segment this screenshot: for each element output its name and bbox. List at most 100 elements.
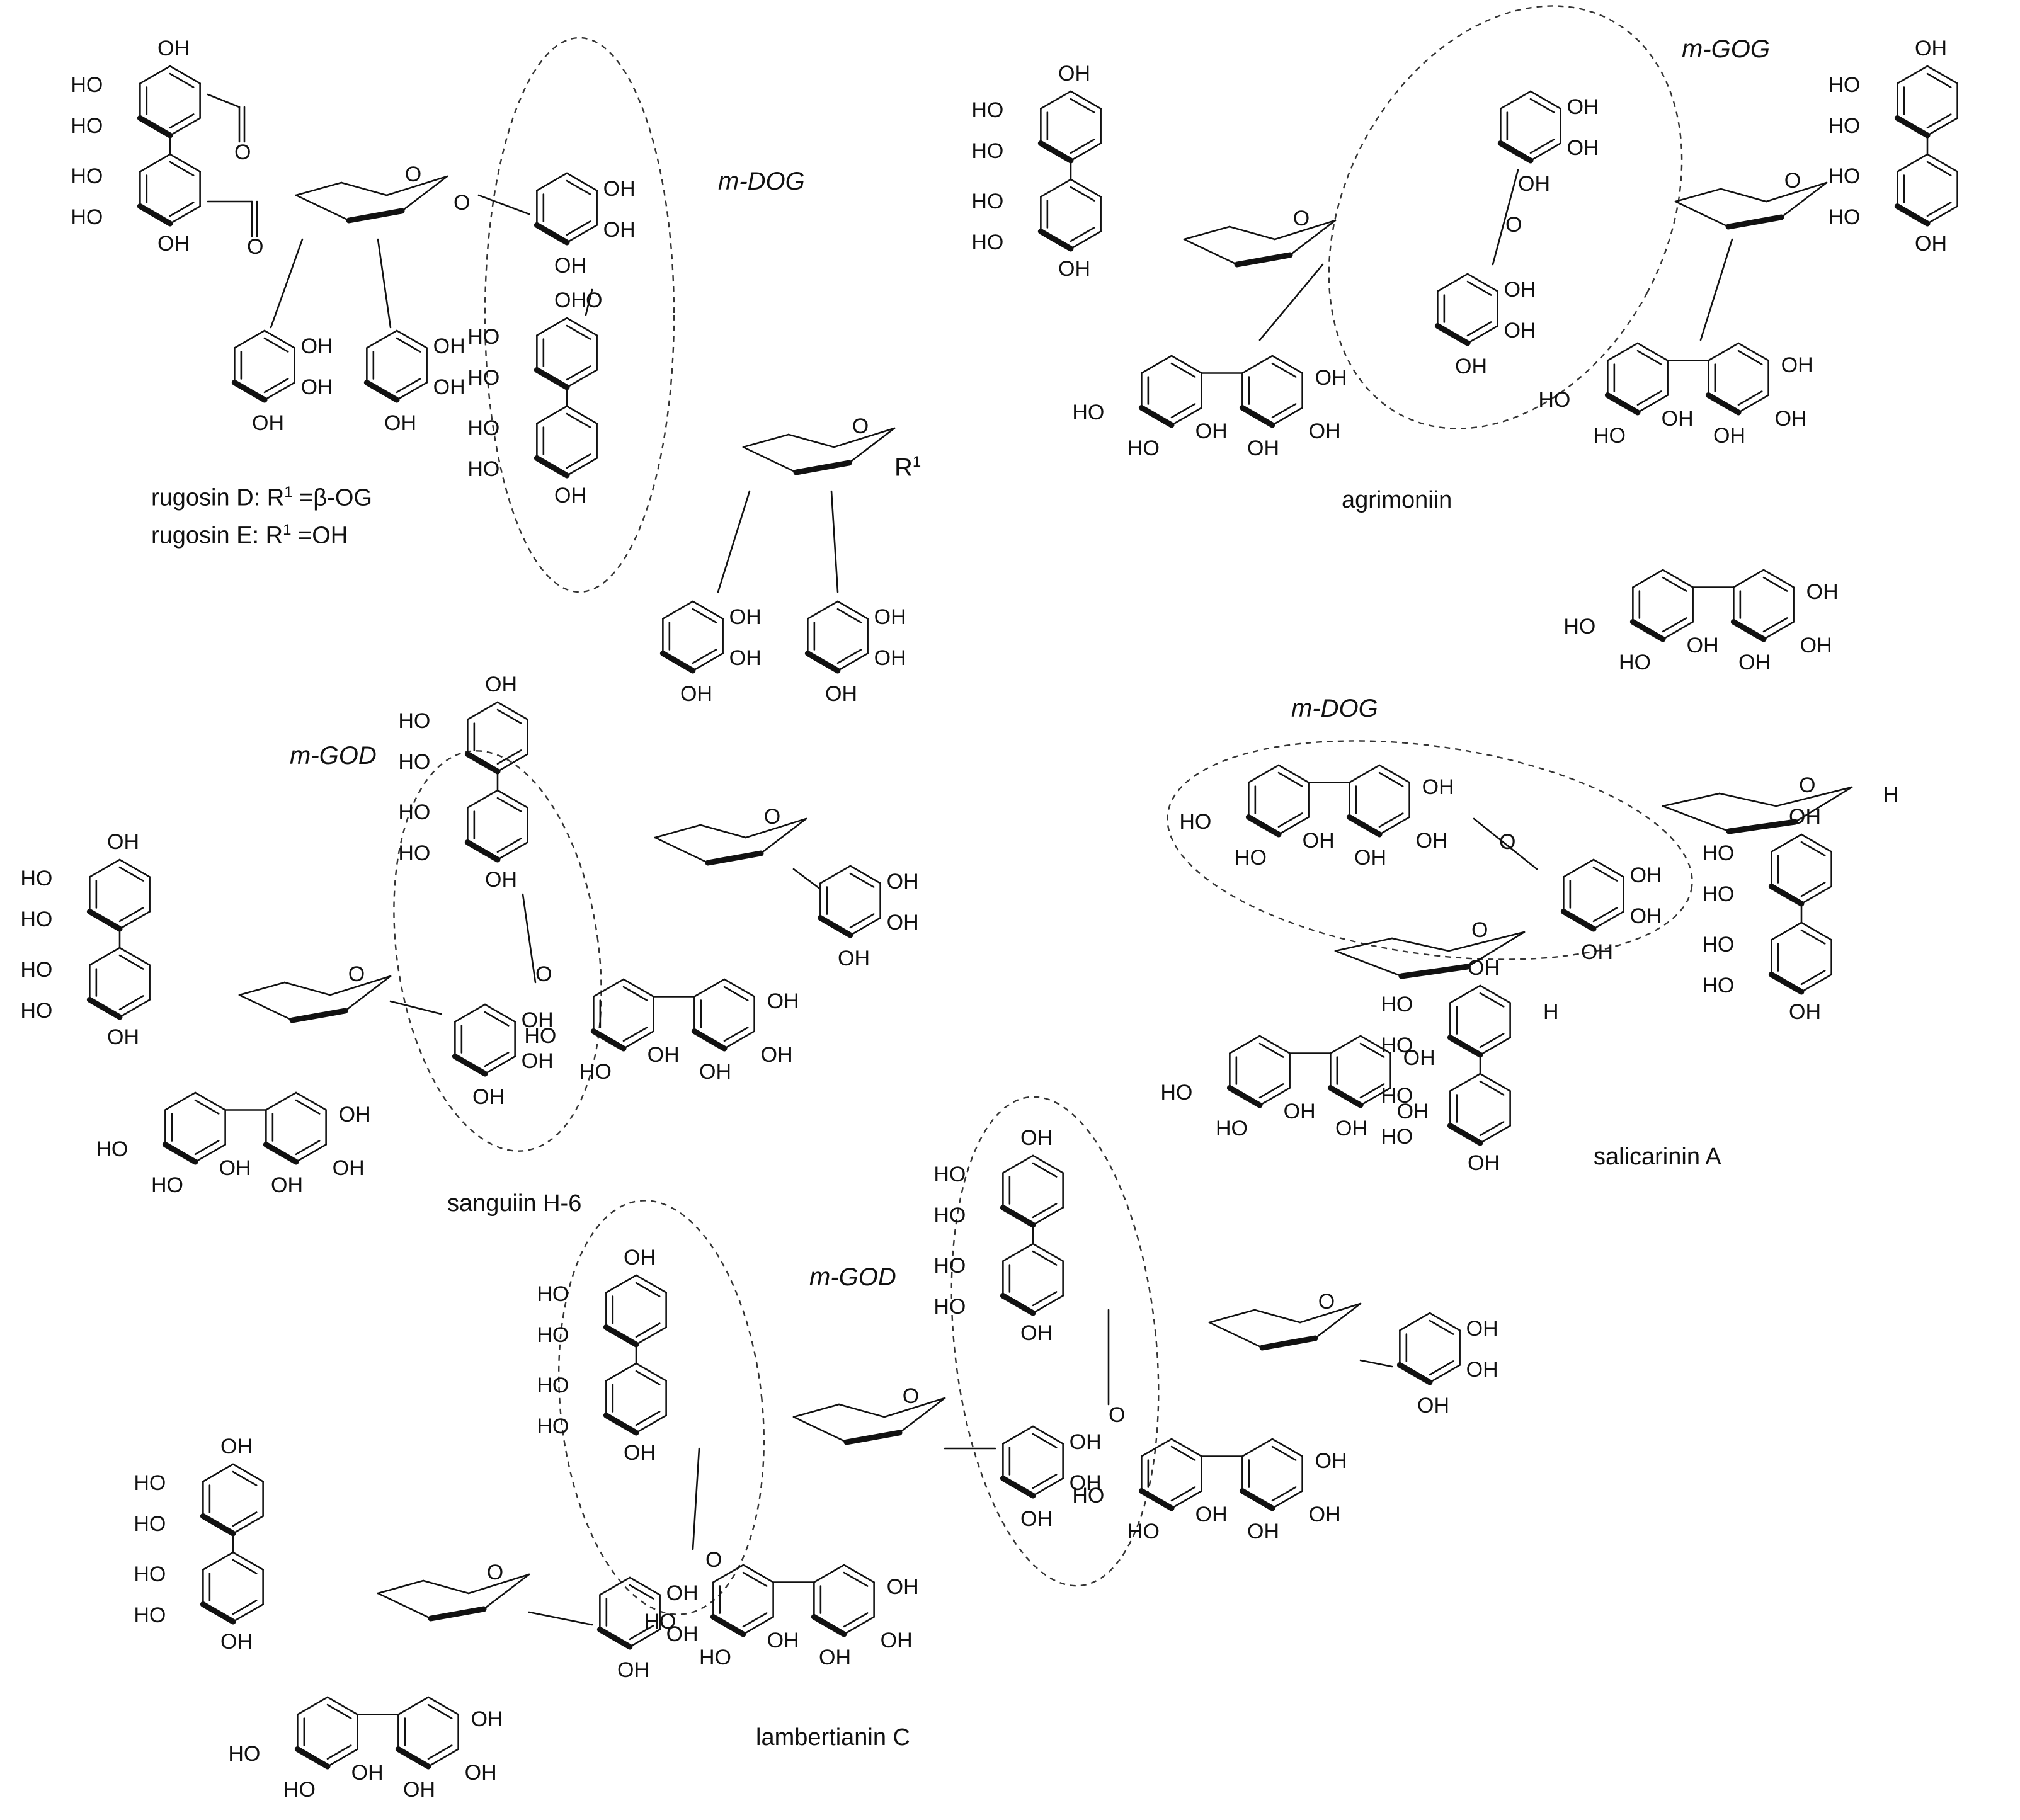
sanguiin-left-bottom-hhdp-left-double-bond (194, 1099, 220, 1115)
rugosin-galloyl-3-oh: OH (729, 646, 762, 670)
sanguiin-right-bottom-hhdp-oh: OH (647, 1042, 680, 1067)
agrimoniin-right-bottom-hhdp-right-wedge (1705, 392, 1742, 416)
sanguiin-left-glucose-bond (329, 975, 392, 996)
salicarinin-mdog-highlight (1167, 740, 1693, 960)
salicarinin-lower-glucose-bond (1334, 950, 1403, 977)
rugosin-top-hhdp-upper-double-bond (169, 113, 195, 129)
rugosin-top-hhdp-upper-wedge (137, 115, 173, 139)
salicarinin-center-hhdp-upper-double-bond (1479, 1033, 1505, 1049)
rugosin-galloyl-4-oh: OH (874, 605, 906, 629)
rugosin-top-glucose-ring-oxygen: O (404, 162, 422, 186)
rugosin-galloyl-2-bond (366, 329, 398, 349)
lambertianin-far-galloyl-bond (1429, 1364, 1461, 1384)
salicarinin-bottom-hhdp-right-bond (1359, 1035, 1391, 1054)
sanguiin-left-glucose-ring-oxygen: O (348, 962, 365, 986)
lambertianin-center-glucose-bond (838, 1403, 886, 1418)
salicarinin-dog-hhdp-right-wedge (1346, 814, 1383, 838)
salicarinin-bottom-hhdp-oh: HO (1216, 1117, 1248, 1140)
lambertianin-left-hhdp-oh: OH (220, 1630, 253, 1654)
agrimoniin-ether-oxygen: O (1505, 213, 1522, 237)
salicarinin-dog-hhdp-oh: OH (1422, 775, 1454, 799)
sanguiin-right-bottom-hhdp-left-bond (593, 978, 625, 998)
lambertianin-far-galloyl-double-bond (1429, 1319, 1454, 1335)
rugosin-dog-galloyl-bond (536, 172, 568, 191)
lambertianin-mid-hhdp-oh: HO (537, 1373, 569, 1397)
salicarinin-top-hhdp-left-bond (1632, 569, 1664, 588)
rugosin-galloyl-4-bond (836, 652, 869, 672)
sanguiin-right-bottom-hhdp-right-double-bond (723, 986, 749, 1001)
agrimoniin-left-hhdp-lower-double-bond (1070, 186, 1095, 202)
lambertianin-mid-galloyl-oh: OH (666, 1622, 699, 1646)
sanguiin-left-bottom-hhdp-oh: HO (151, 1173, 183, 1197)
rugosin-link (377, 238, 392, 329)
sanguiin-left-hhdp-upper-wedge (86, 909, 123, 932)
salicarinin-ether-oxygen: O (1499, 830, 1516, 854)
lambertianin-right-bottom-hhdp-oh: OH (1315, 1448, 1347, 1473)
agrimoniin-left-hhdp-lower-bond (1070, 230, 1102, 250)
lambertianin-left-bottom-hhdp-oh: OH (351, 1760, 384, 1785)
lambertianin-right-hhdp-upper-bond (1032, 1154, 1064, 1174)
agrimoniin-right-glucose-bond (1780, 181, 1828, 219)
agrimoniin-right-hhdp-lower-bond (1926, 153, 1958, 173)
sanguiin-right-bottom-hhdp-left-double-bond (622, 1027, 648, 1042)
salicarinin-upper-glucose-bond (1775, 786, 1853, 807)
agrimoniin-left-bottom-hhdp-left-double-bond (1170, 362, 1196, 378)
lambertianin-center-bottom-hhdp-oh: OH (767, 1628, 799, 1652)
agrimoniin-left-bottom-hhdp-left-bond (1141, 355, 1173, 374)
agrimoniin-right-glucose-bond (1765, 181, 1828, 203)
rugosin-bottom-hhdp-lower-double-bond (566, 412, 591, 428)
agrimoniin-left-hhdp-upper-double-bond (1070, 139, 1095, 154)
lambertianin-right-bottom-hhdp-right-bond (1271, 1490, 1303, 1510)
agrimoniin-left-bottom-hhdp-left-double-bond (1170, 403, 1196, 419)
rugosin-top-hhdp-oh: HO (71, 113, 103, 138)
sanguiin-god-hhdp-lower-double-bond (496, 797, 522, 812)
sanguiin-left-hhdp-lower-wedge (86, 997, 123, 1020)
rugosin-bottom-hhdp-upper-double-bond (566, 365, 591, 381)
lambertianin-mid-hhdp-upper-wedge (603, 1324, 639, 1348)
rugosin-bottom-hhdp-oh: HO (467, 416, 500, 440)
lambertianin-mgod-label: m-GOD (809, 1263, 896, 1291)
lambertianin-link (528, 1611, 593, 1626)
agrimoniin-left-glucose-bond (1234, 252, 1293, 268)
agrimoniin-right-bottom-hhdp-right-bond (1708, 342, 1740, 361)
lambertianin-right-bottom-hhdp-oh: OH (1308, 1502, 1341, 1527)
lambertianin-mid-galloyl-bond (629, 1629, 661, 1648)
lambertianin-right-galloyl-bond (1032, 1425, 1064, 1445)
agrimoniin-gog-bottom-bond (1466, 325, 1498, 344)
rugosin-bottom-hhdp-oh: HO (467, 457, 500, 481)
salicarinin-bottom-hhdp-left-bond (1258, 1087, 1291, 1106)
rugosin-galloyl-3-wedge (659, 651, 696, 674)
rugosin-galloyl-1-oh: OH (300, 375, 333, 399)
agrimoniin-left-bottom-hhdp-left-wedge (1138, 405, 1175, 428)
salicarinin-top-hhdp-right-bond (1733, 569, 1765, 588)
agrimoniin-right-bottom-hhdp-right-double-bond (1737, 390, 1763, 406)
lambertianin-left-hhdp-lower-wedge (200, 1601, 236, 1625)
lambertianin-right-hhdp-oh: HO (933, 1203, 966, 1227)
agrimoniin-right-hhdp-lower-bond (1926, 205, 1958, 225)
lambertianin-left-bottom-hhdp-left-bond (297, 1696, 329, 1715)
lambertianin-left-hhdp-upper-wedge (200, 1513, 236, 1537)
agrimoniin-right-glucose-ring-oxygen: O (1784, 169, 1801, 193)
salicarinin-center-hhdp-oh: OH (1468, 956, 1500, 980)
sanguiin-left-bottom-hhdp-oh: OH (271, 1173, 303, 1197)
agrimoniin-left-hhdp-upper-bond (1040, 90, 1072, 110)
salicarinin-upper-glucose-bond (1794, 786, 1853, 823)
rugosin-e-label: rugosin E: R1 =OH (151, 521, 348, 549)
sanguiin-left-hhdp-upper-bond (118, 858, 151, 878)
lambertianin-right-galloyl-oh: OH (1069, 1470, 1102, 1495)
lambertianin-center-glucose-bond (792, 1416, 848, 1443)
agrimoniin-right-hhdp-oh: HO (1828, 72, 1861, 97)
salicarinin-right-hhdp-lower-double-bond (1800, 929, 1826, 945)
salicarinin-bottom-hhdp-right-double-bond (1359, 1083, 1385, 1099)
salicarinin-dog-hhdp-oh: OH (1354, 846, 1386, 870)
sanguiin-left-bottom-hhdp-right-bond (295, 1091, 327, 1111)
salicarinin-bottom-hhdp-oh: OH (1396, 1099, 1429, 1123)
sanguiin-right-galloyl-oh: OH (886, 869, 919, 894)
rugosin-dog-galloyl-double-bond (566, 179, 591, 195)
salicarinin-ether (1473, 817, 1538, 870)
rugosin-top-hhdp-lower-double-bond (169, 161, 195, 176)
lambertianin-mid-hhdp-oh: HO (537, 1322, 569, 1347)
agrimoniin-right-hhdp-upper-bond (1897, 65, 1929, 84)
salicarinin-top-hhdp-oh: OH (1738, 651, 1771, 674)
salicarinin-dog-hhdp-oh: HO (1179, 809, 1212, 834)
